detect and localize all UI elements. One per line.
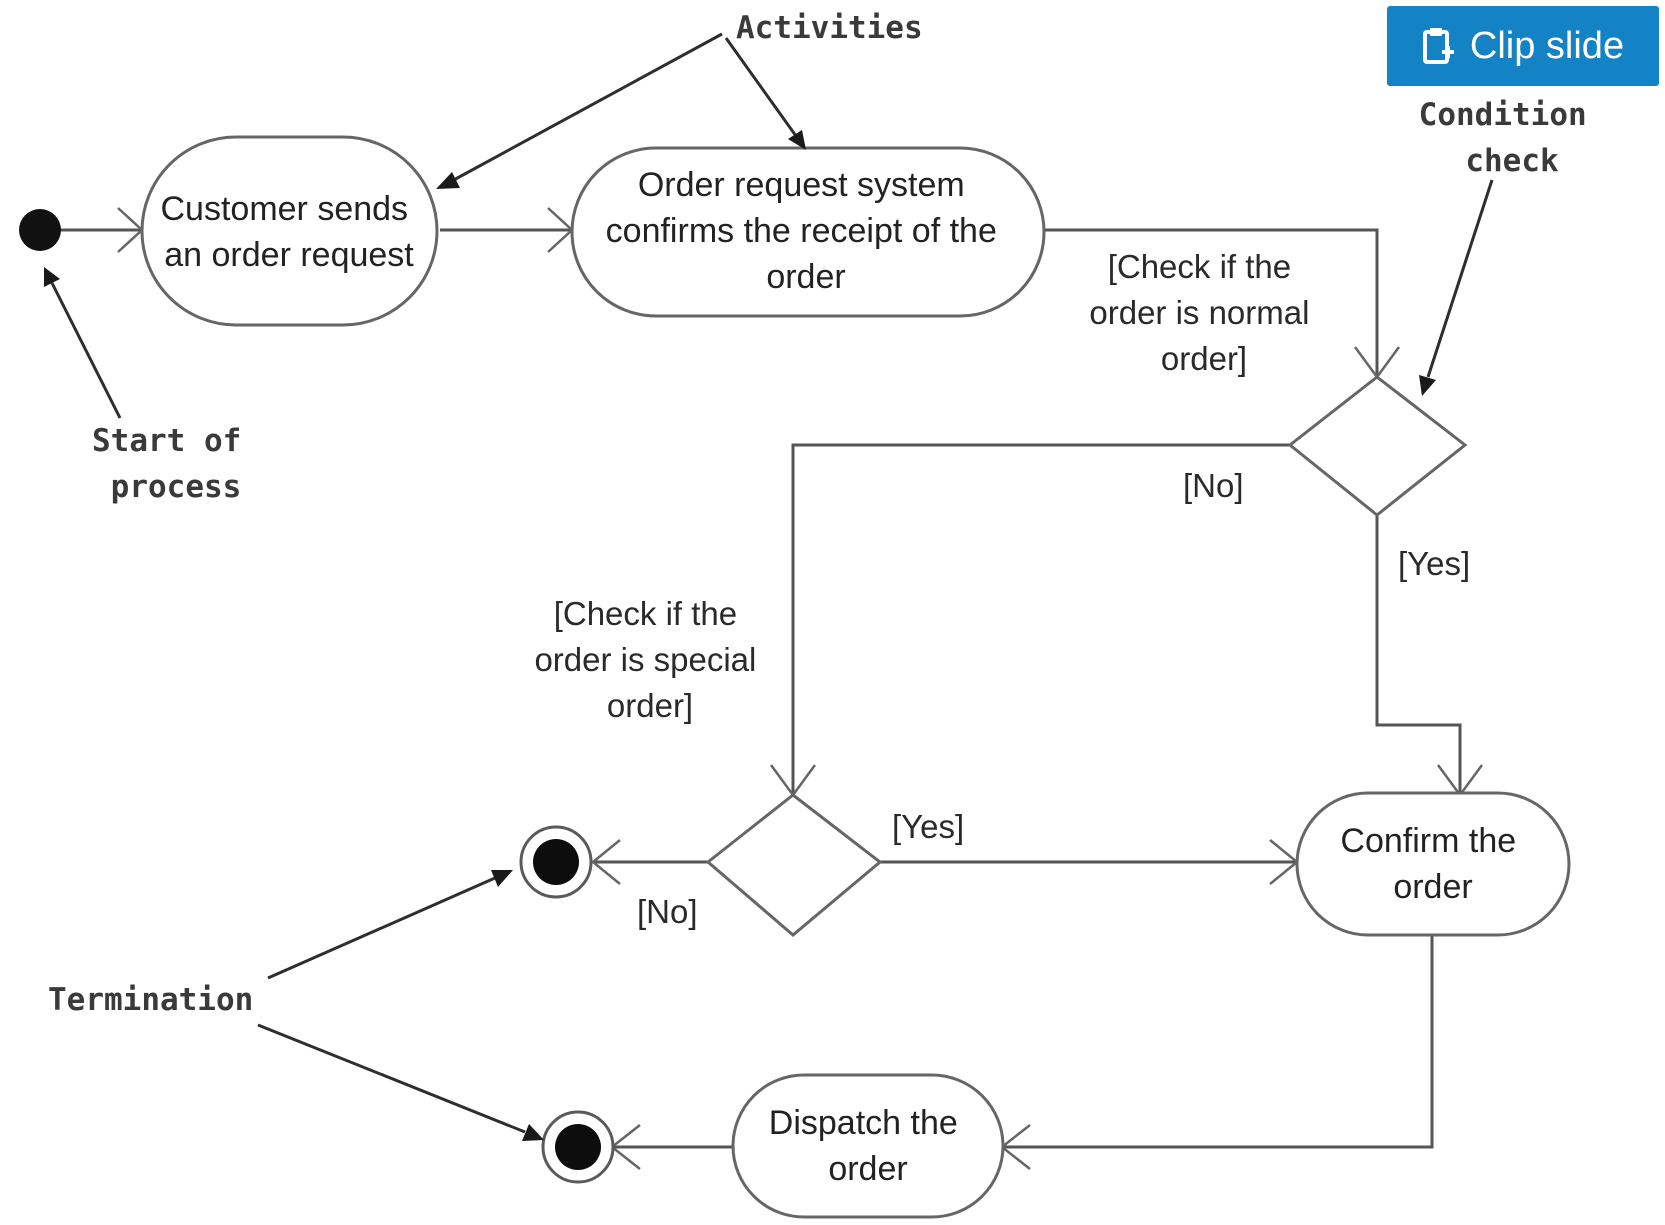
- pointer-activities-to-confirm-receipt: [724, 37, 798, 137]
- guard-normal-no: [No]: [1183, 467, 1244, 504]
- edge-confirm-receipt-to-normal-decision: [1043, 228, 1379, 375]
- annotation-condition-check: Condition check: [1419, 97, 1606, 179]
- pointer-tip: [522, 1124, 544, 1141]
- activity-dispatch-the-order: [731, 1073, 1005, 1219]
- guard-normal-yes: [Yes]: [1398, 545, 1470, 582]
- final-node-bottom: [541, 1110, 615, 1184]
- arrowhead: [591, 839, 621, 885]
- activity-confirm-the-order: [1295, 791, 1571, 937]
- decision-special-order: [705, 793, 883, 937]
- guard-special-yes: [Yes]: [892, 808, 964, 845]
- activity-confirm-order-receipt: [570, 146, 1046, 318]
- pointer-tip: [788, 130, 806, 150]
- confirm-the-order-label: Confirm the order: [1340, 822, 1525, 906]
- clipboard-plus-icon: [1422, 28, 1454, 64]
- edge-confirm-order-to-dispatch: [1002, 935, 1434, 1149]
- annotation-termination: Termination: [48, 982, 253, 1018]
- arrowheads: [117, 207, 1484, 1170]
- activity-customer-sends-order: [140, 135, 439, 327]
- annotation-start-of-process: Start of process: [92, 423, 260, 505]
- pointer-tip: [491, 870, 513, 887]
- annotation-activities: Activities: [736, 10, 923, 46]
- pointer-activities-to-customer: [449, 32, 723, 184]
- initial-node: [19, 209, 61, 251]
- pointer-start-to-initial: [50, 282, 122, 419]
- guard-special-no: [No]: [637, 893, 698, 930]
- guard-check-special-order: [Check if the order is special order]: [534, 595, 765, 724]
- customer-sends-label: Customer sends an order request: [161, 190, 418, 274]
- pointer-condition-to-decision: [1426, 179, 1494, 378]
- decision-normal-order: [1287, 375, 1468, 517]
- final-node-top: [519, 825, 593, 899]
- pointer-tip: [44, 267, 60, 287]
- edge-normal-no-to-special-decision: [791, 443, 1290, 793]
- pointer-tip: [1419, 375, 1436, 396]
- clip-slide-label: Clip slide: [1469, 24, 1625, 67]
- pointer-tip: [436, 172, 460, 189]
- dispatch-the-order-label: Dispatch the order: [769, 1104, 967, 1188]
- annotation-pointers: [44, 32, 1494, 1141]
- guard-check-normal-order: [Check if the order is normal order]: [1089, 248, 1318, 377]
- pointer-termination-to-final-top: [267, 876, 496, 980]
- pointer-termination-to-final-bottom: [257, 1023, 526, 1134]
- clip-slide-button[interactable]: Clip slide: [1387, 6, 1659, 86]
- control-flow-edges: [58, 228, 1462, 1149]
- edge-normal-yes-to-confirm-order: [1375, 515, 1462, 793]
- confirms-receipt-label: Order request system confirms the receip…: [606, 166, 1007, 296]
